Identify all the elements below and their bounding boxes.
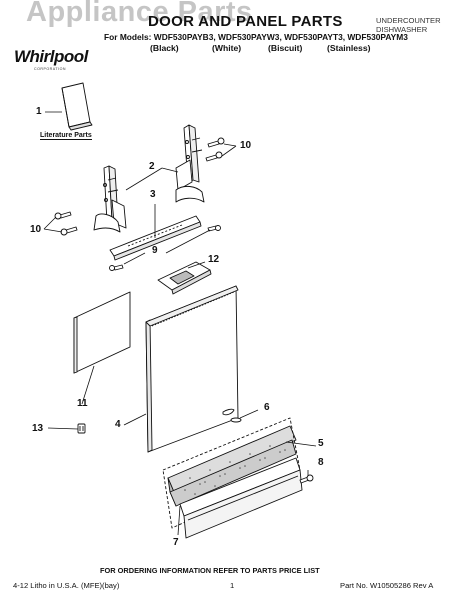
footer-page-number: 1 (230, 581, 235, 590)
model-numbers: For Models: WDF530PAYB3, WDF530PAYW3, WD… (104, 32, 408, 42)
watermark: Appliance Parts (26, 0, 253, 28)
callout-12: 12 (208, 254, 220, 265)
callout-6: 6 (264, 402, 270, 413)
callout-10-right: 10 (240, 140, 252, 151)
color-biscuit: (Biscuit) (268, 43, 303, 53)
callout-3: 3 (150, 189, 156, 200)
page-title: DOOR AND PANEL PARTS (148, 13, 343, 30)
callout-13: 13 (32, 423, 44, 434)
footer-litho: 4-12 Litho in U.S.A. (MFE)(bay) (13, 581, 120, 590)
callout-2: 2 (149, 161, 155, 172)
right-hinge-bracket (175, 124, 205, 203)
callout-10-left: 10 (30, 224, 42, 235)
hinge-screws (54, 137, 225, 271)
literature-parts-label: Literature Parts (40, 132, 92, 140)
color-black: (Black) (150, 43, 179, 53)
door-handle-cup (157, 261, 212, 295)
trim-screw (299, 474, 314, 484)
callout-7: 7 (173, 537, 179, 548)
callout-5: 5 (318, 438, 324, 449)
door-bottom-trim (179, 457, 303, 539)
color-stainless: (Stainless) (327, 43, 371, 53)
sound-insulation-pad (167, 425, 297, 507)
callout-8: 8 (318, 457, 324, 468)
product-type: UNDERCOUNTER DISHWASHER (376, 16, 441, 34)
callout-11: 11 (77, 398, 88, 409)
callout-leaders (43, 111, 317, 536)
callout-4: 4 (115, 419, 121, 430)
outer-door-panel (145, 285, 239, 453)
product-type-line-1: UNDERCOUNTER (376, 16, 441, 25)
callout-9: 9 (152, 245, 158, 256)
callout-1: 1 (36, 106, 42, 117)
ordering-note: FOR ORDERING INFORMATION REFER TO PARTS … (100, 566, 320, 575)
brand-logo-sub: CORPORATION (34, 67, 66, 71)
door-vent-clip (77, 423, 86, 434)
door-insulation (73, 291, 131, 374)
brand-logo: Whirlpool (14, 47, 88, 66)
door-gasket-plug (230, 417, 242, 423)
literature-booklet (61, 82, 93, 131)
color-white: (White) (212, 43, 242, 53)
left-hinge-bracket (93, 165, 127, 233)
product-type-line-2: DISHWASHER (376, 25, 428, 34)
footer-part-number: Part No. W10505286 Rev A (340, 581, 434, 590)
